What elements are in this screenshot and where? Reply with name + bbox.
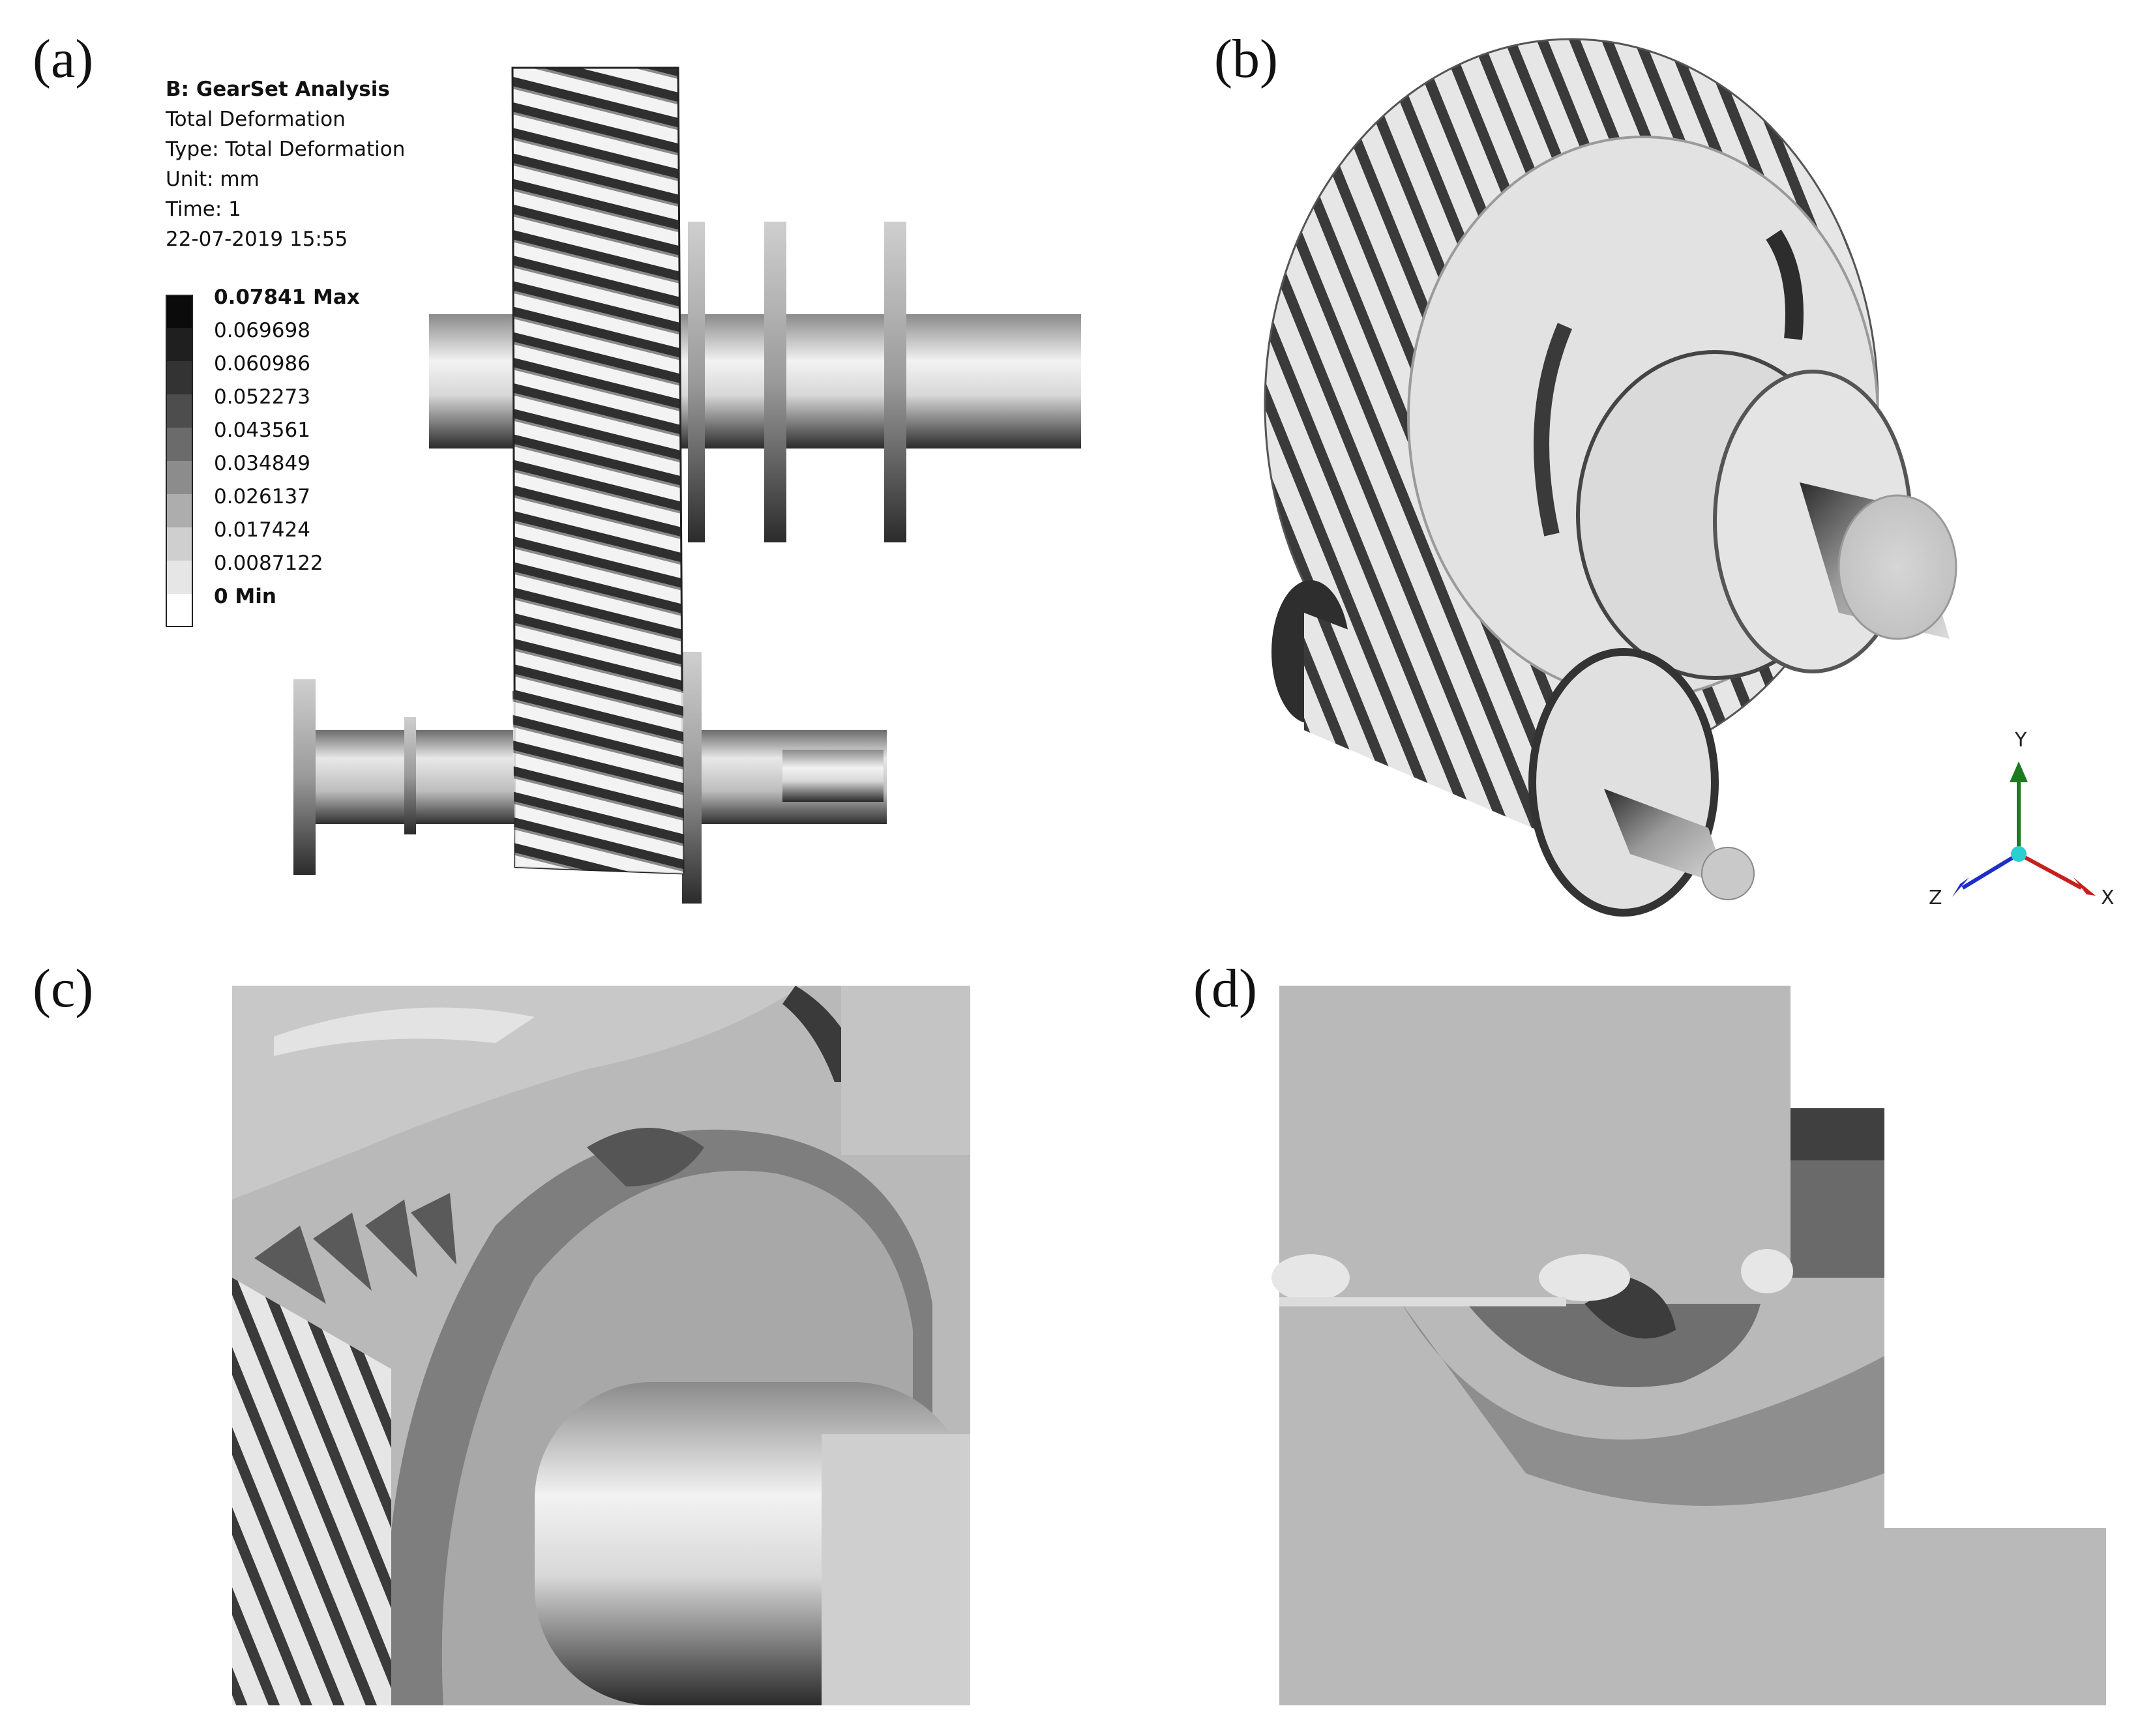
- deformation-legend: 0.07841 Max 0.069698 0.060986 0.052273 0.043…: [166, 286, 361, 627]
- result-name: Total Deformation: [166, 108, 346, 131]
- tooth-root-2: [1539, 1254, 1630, 1301]
- shaft-step: [822, 1434, 970, 1705]
- pinion-teeth-c: [232, 1278, 391, 1705]
- upper-bearing-ring-2: [884, 222, 906, 542]
- legend-swatch: [166, 561, 193, 594]
- lower-flange-right: [682, 652, 702, 904]
- pinion-mesh-region: [513, 691, 683, 874]
- legend-value: 0.026137: [214, 485, 310, 508]
- panel-b-model: [1264, 38, 2096, 917]
- legend-swatch: [166, 394, 193, 428]
- legend-value: 0.034849: [214, 452, 310, 475]
- legend-swatch: [166, 428, 193, 461]
- legend-value: 0.069698: [214, 319, 310, 342]
- shaft-segment-top: [841, 986, 970, 1155]
- panel-d-base: [1884, 1528, 2106, 1705]
- tooth-root-1: [1271, 1254, 1350, 1301]
- legend-value: 0.043561: [214, 419, 310, 442]
- result-time: Time: 1: [166, 198, 241, 221]
- tooth-root-3: [1741, 1249, 1793, 1293]
- stress-band-outer: [1402, 1304, 1884, 1506]
- gear-web-slot: [1766, 229, 1804, 340]
- z-axis-arrow: [1952, 877, 1969, 897]
- analysis-title: B: GearSet Analysis: [166, 78, 390, 101]
- coordinate-triad: [1952, 761, 2096, 897]
- analysis-header: B: GearSet Analysis Total Deformation Ty…: [166, 74, 405, 254]
- pinion-shaft: [1604, 789, 1728, 887]
- contact-zone-high: [1791, 1160, 1884, 1278]
- legend-swatch: [166, 494, 193, 527]
- lower-collar: [404, 717, 416, 834]
- upper-bearing-ring: [764, 222, 786, 542]
- upper-flange: [688, 222, 705, 542]
- result-timestamp: 22-07-2019 15:55: [166, 228, 348, 251]
- panel-d-model: [1271, 986, 2106, 1705]
- lower-flange-left: [293, 679, 316, 875]
- panel-c-model: [232, 986, 970, 1705]
- stress-concentration: [587, 1128, 704, 1186]
- result-unit: Unit: mm: [166, 168, 260, 191]
- x-axis-label: X: [2101, 887, 2115, 909]
- x-axis-arrow: [2073, 877, 2096, 896]
- panel-label-a: (a): [33, 29, 94, 89]
- legend-value: 0.052273: [214, 385, 310, 409]
- y-axis-arrow: [2010, 761, 2028, 782]
- panel-a-model: [293, 66, 1081, 904]
- panel-label-b: (b): [1214, 29, 1278, 89]
- legend-swatch: [166, 461, 193, 494]
- legend-swatch: [166, 527, 193, 561]
- mesh-edge: [1279, 1297, 1566, 1306]
- y-axis-label: Y: [2015, 729, 2027, 752]
- legend-value: 0 Min: [214, 585, 276, 608]
- legend-value: 0.060986: [214, 352, 310, 375]
- legend-swatch: [166, 594, 193, 627]
- legend-value: 0.07841 Max: [214, 286, 360, 309]
- lower-shaft-end: [782, 750, 884, 802]
- pinion-shaft-end: [1701, 847, 1755, 900]
- legend-swatch: [166, 295, 193, 328]
- legend-swatch: [166, 328, 193, 361]
- pinion-flange-right: [1528, 648, 1719, 917]
- gear-teeth: [254, 1193, 456, 1304]
- gear-web-slot-2: [1534, 323, 1573, 537]
- panel-label-c: (c): [33, 958, 94, 1019]
- legend-value: 0.017424: [214, 518, 310, 542]
- output-shaft-end: [1837, 494, 1957, 640]
- panel-label-d: (d): [1193, 958, 1257, 1019]
- z-axis-label: Z: [1929, 887, 1942, 909]
- triad-origin: [2011, 846, 2027, 862]
- result-type: Type: Total Deformation: [166, 138, 406, 161]
- legend-swatch: [166, 361, 193, 394]
- gear-highlight: [274, 1007, 535, 1056]
- legend-value: 0.0087122: [214, 552, 323, 575]
- stress-band-inner: [1467, 1304, 1761, 1387]
- pinion-teeth: [1304, 613, 1578, 847]
